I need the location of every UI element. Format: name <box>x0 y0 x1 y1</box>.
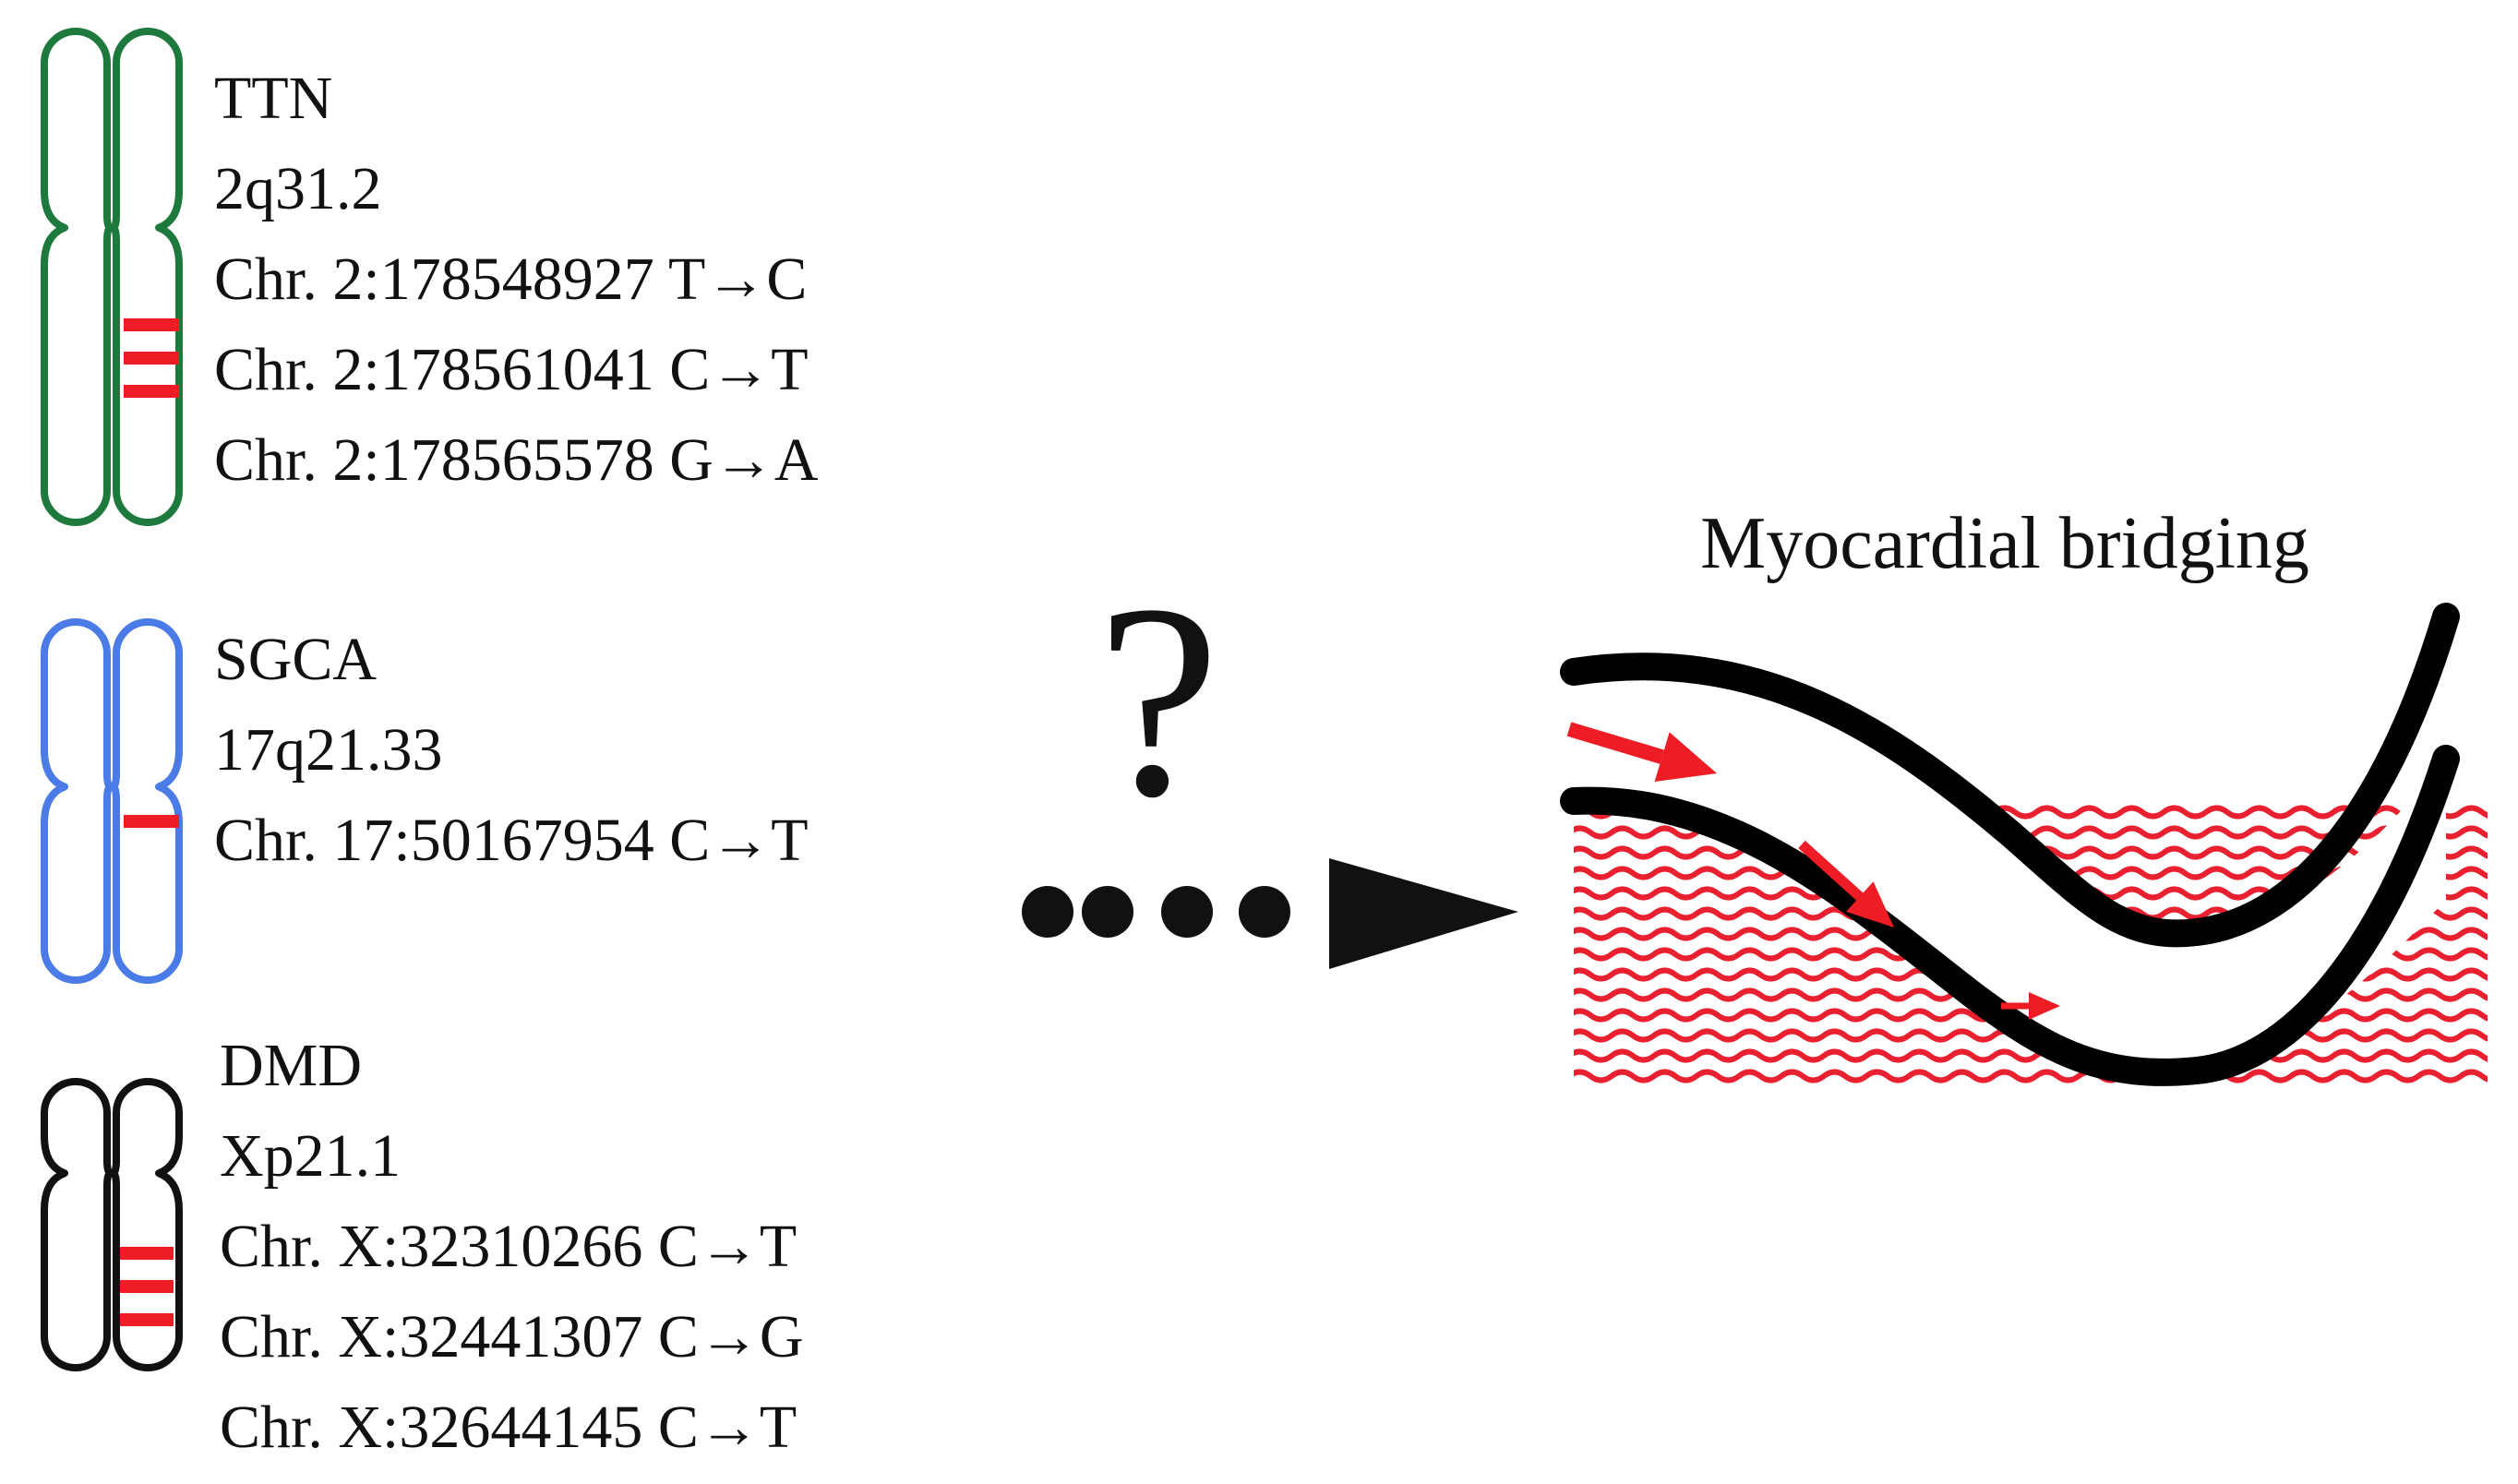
vessel-upper-wall <box>1560 603 2460 948</box>
chromosome-ttn-icon <box>41 28 183 526</box>
variant-ttn-3: Chr. 2:178565578 G→A <box>214 426 819 494</box>
gene-name-dmd: DMD <box>220 1032 362 1099</box>
variant-ttn-2: Chr. 2:178561041 C→T <box>214 336 809 403</box>
variant-dmd-3: Chr. X:32644145 C→T <box>220 1394 797 1461</box>
chromosome-sgca-icon <box>41 618 183 984</box>
arrow-dot-4 <box>1239 886 1290 938</box>
blood-flow-arrow-1-icon <box>1566 722 1717 783</box>
variant-band-ttn-2 <box>124 352 179 365</box>
variant-band-dmd-3 <box>120 1313 174 1326</box>
variant-dmd-2: Chr. X:32441307 C→G <box>220 1303 804 1370</box>
gene-name-ttn: TTN <box>214 65 332 132</box>
chromosome-dmd-icon <box>41 1078 183 1371</box>
variant-band-sgca-1 <box>124 815 179 828</box>
gene-locus-ttn: 2q31.2 <box>214 155 382 222</box>
gene-name-sgca: SGCA <box>214 626 377 693</box>
arrow-dot-1 <box>1022 886 1073 938</box>
gene-locus-sgca: 17q21.33 <box>214 716 443 784</box>
variant-band-ttn-3 <box>124 385 179 398</box>
variant-sgca-1: Chr. 17:50167954 C→T <box>214 807 809 874</box>
arrow-dot-2 <box>1082 886 1133 938</box>
variant-dmd-1: Chr. X:32310266 C→T <box>220 1213 797 1280</box>
question-mark: ? <box>1097 547 1219 854</box>
muscle-fiber-wave <box>1574 1048 2488 1063</box>
dotted-arrow <box>1022 858 1518 969</box>
variant-band-dmd-2 <box>120 1280 174 1293</box>
muscle-fiber-wave <box>1574 1069 2488 1083</box>
vessel-lower-wall <box>1560 745 2460 1086</box>
outcome-title: Myocardial bridging <box>1700 503 2309 584</box>
variant-band-ttn-1 <box>124 318 179 331</box>
variant-ttn-1: Chr. 2:178548927 T→C <box>214 245 807 313</box>
blood-flow-arrow-3-icon <box>2001 992 2060 1020</box>
vessel-lumen <box>1574 668 2446 1072</box>
arrow-dot-3 <box>1161 886 1213 938</box>
blood-flow-arrow-2-icon <box>1798 840 1894 928</box>
arrow-head-icon <box>1329 858 1518 969</box>
variant-band-dmd-1 <box>120 1247 174 1260</box>
gene-locus-dmd: Xp21.1 <box>220 1122 401 1190</box>
